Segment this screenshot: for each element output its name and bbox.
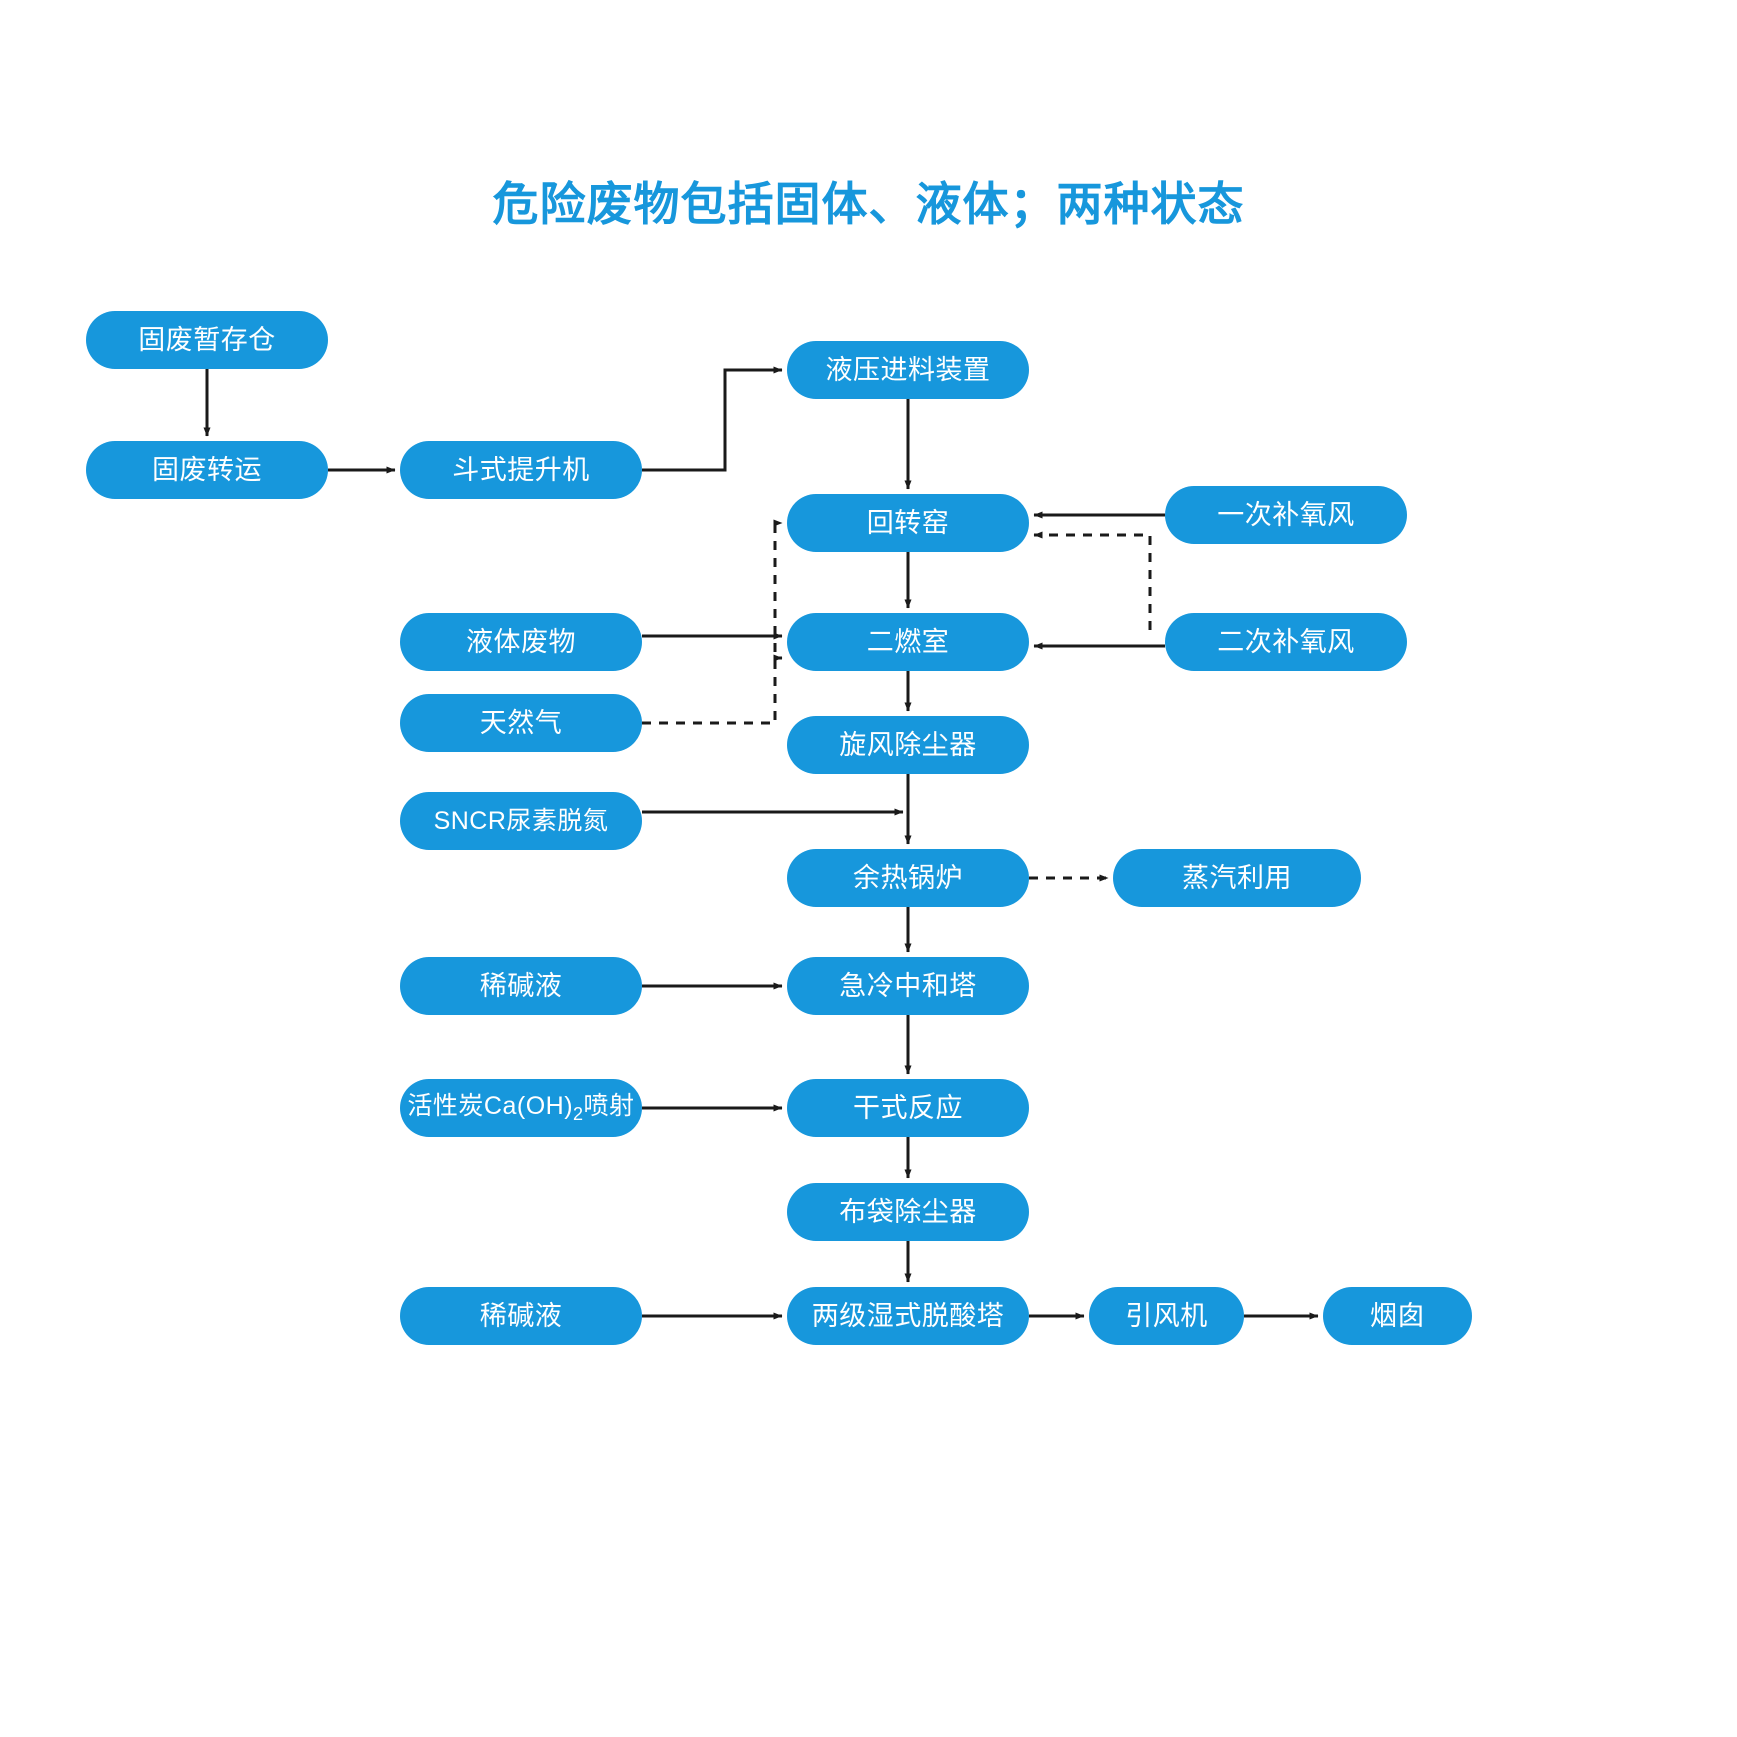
node-dilute-alkali-2[interactable]: 稀碱液 bbox=[400, 1287, 642, 1345]
node-label: 固废转运 bbox=[152, 454, 262, 485]
node-label: 一次补氧风 bbox=[1217, 499, 1355, 530]
node-label: 干式反应 bbox=[853, 1092, 963, 1123]
edge-secondary-oxygen-to-rotary-kiln bbox=[1033, 531, 1152, 630]
node-label: 蒸汽利用 bbox=[1182, 862, 1292, 893]
node-bag-filter[interactable]: 布袋除尘器 bbox=[787, 1183, 1029, 1241]
node-hydraulic-feeder[interactable]: 液压进料装置 bbox=[787, 341, 1029, 399]
node-label: 斗式提升机 bbox=[452, 454, 590, 485]
node-label: 急冷中和塔 bbox=[839, 970, 977, 1001]
node-label: 烟囱 bbox=[1370, 1300, 1425, 1331]
node-steam-use[interactable]: 蒸汽利用 bbox=[1113, 849, 1361, 907]
node-carbon-injection[interactable]: 活性炭Ca(OH)2喷射 bbox=[400, 1079, 642, 1137]
node-label: 稀碱液 bbox=[479, 1300, 563, 1331]
node-label: 布袋除尘器 bbox=[839, 1196, 977, 1227]
node-liquid-waste[interactable]: 液体废物 bbox=[400, 613, 642, 671]
node-label: 固废暂存仓 bbox=[138, 324, 276, 355]
node-rotary-kiln[interactable]: 回转窑 bbox=[787, 494, 1029, 552]
node-natural-gas[interactable]: 天然气 bbox=[400, 694, 642, 752]
node-chimney[interactable]: 烟囱 bbox=[1323, 1287, 1472, 1345]
node-second-combustor[interactable]: 二燃室 bbox=[787, 613, 1029, 671]
edge-natural-gas-to-rotary-kiln bbox=[642, 519, 783, 725]
node-wet-deacid-tower[interactable]: 两级湿式脱酸塔 bbox=[787, 1287, 1029, 1345]
node-label: 二燃室 bbox=[866, 626, 950, 657]
node-waste-heat-boiler[interactable]: 余热锅炉 bbox=[787, 849, 1029, 907]
node-label: SNCR尿素脱氮 bbox=[433, 806, 609, 835]
node-dilute-alkali-1[interactable]: 稀碱液 bbox=[400, 957, 642, 1015]
node-label: 两级湿式脱酸塔 bbox=[811, 1300, 1005, 1331]
node-label: 旋风除尘器 bbox=[839, 729, 977, 760]
node-label: 液压进料装置 bbox=[825, 354, 991, 385]
node-solid-storage[interactable]: 固废暂存仓 bbox=[86, 311, 328, 369]
node-label: 二次补氧风 bbox=[1217, 626, 1355, 657]
node-label: 引风机 bbox=[1125, 1300, 1208, 1331]
node-label: 液体废物 bbox=[466, 626, 576, 657]
node-primary-oxygen[interactable]: 一次补氧风 bbox=[1165, 486, 1407, 544]
node-quench-tower[interactable]: 急冷中和塔 bbox=[787, 957, 1029, 1015]
node-label: 回转窑 bbox=[866, 507, 950, 538]
node-secondary-oxygen[interactable]: 二次补氧风 bbox=[1165, 613, 1407, 671]
node-label: 稀碱液 bbox=[479, 970, 563, 1001]
page-title: 危险废物包括固体、液体；两种状态 bbox=[492, 178, 1245, 230]
edge-bucket-elevator-to-hydraulic-feeder bbox=[642, 366, 783, 472]
node-label: 余热锅炉 bbox=[853, 862, 963, 893]
node-label: 天然气 bbox=[479, 707, 563, 738]
node-solid-transfer[interactable]: 固废转运 bbox=[86, 441, 328, 499]
node-cyclone-collector[interactable]: 旋风除尘器 bbox=[787, 716, 1029, 774]
node-bucket-elevator[interactable]: 斗式提升机 bbox=[400, 441, 642, 499]
node-induced-draft-fan[interactable]: 引风机 bbox=[1089, 1287, 1244, 1345]
node-sncr-urea[interactable]: SNCR尿素脱氮 bbox=[400, 792, 642, 850]
node-dry-reaction[interactable]: 干式反应 bbox=[787, 1079, 1029, 1137]
node-label: 活性炭Ca(OH)2喷射 bbox=[407, 1091, 635, 1124]
